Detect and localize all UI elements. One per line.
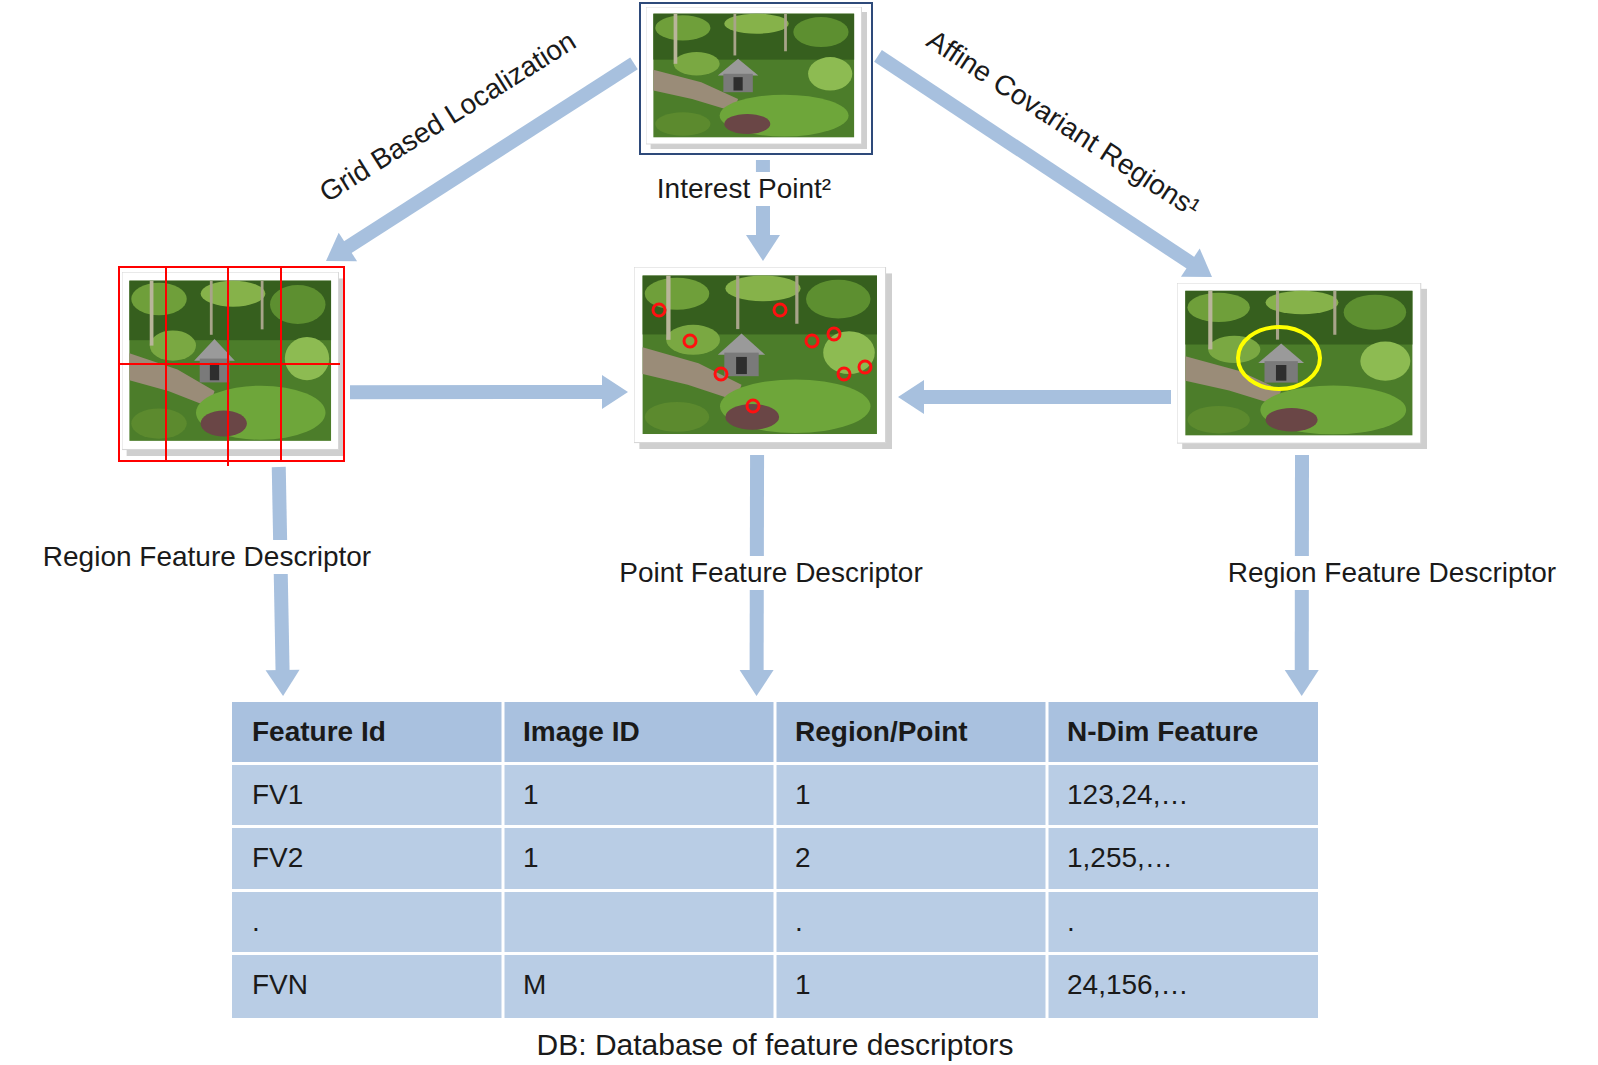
table-cell: 1 — [795, 955, 811, 1015]
arrow-shaft — [922, 390, 1171, 404]
flow-arrow — [350, 375, 628, 409]
photo — [634, 267, 892, 449]
table-cell: FVN — [252, 955, 308, 1015]
edge-label: Point Feature Descriptor — [615, 556, 926, 590]
table-cell: FV1 — [252, 765, 303, 825]
table-cell: 1 — [523, 828, 539, 888]
table-cell: 1,255,… — [1067, 828, 1173, 888]
arrow-head — [326, 233, 357, 262]
edge-label: Interest Point² — [653, 172, 835, 206]
flow-arrow — [266, 467, 300, 696]
flow-arrow — [898, 380, 1171, 414]
photo — [646, 7, 867, 149]
interest-point-image — [634, 267, 892, 449]
arrow-head — [1285, 670, 1319, 696]
affine-region-image — [1177, 283, 1427, 449]
table-grid — [232, 702, 1318, 1018]
interest-point — [828, 328, 840, 340]
arrow-head — [740, 670, 774, 696]
photo — [1177, 283, 1427, 449]
table-caption: DB: Database of feature descriptors — [232, 1028, 1318, 1062]
interest-point — [774, 304, 786, 316]
table-cell: 24,156,… — [1067, 955, 1188, 1015]
interest-point — [859, 361, 871, 373]
table-cell: . — [1067, 892, 1075, 952]
source-image — [640, 3, 872, 154]
interest-point — [747, 400, 759, 412]
interest-point — [715, 368, 727, 380]
table-cell: FV2 — [252, 828, 303, 888]
photo-border — [640, 3, 872, 154]
arrow-head — [1181, 248, 1212, 277]
table-cell: . — [252, 892, 260, 952]
table-header-cell: Image ID — [523, 702, 640, 762]
table-cell: 2 — [795, 828, 811, 888]
edge-label: Grid Based Localization — [310, 22, 586, 212]
table-cell: 123,24,… — [1067, 765, 1188, 825]
table-divider — [1046, 702, 1049, 1018]
interest-points — [653, 304, 871, 412]
flow-arrow — [878, 56, 1212, 277]
grid-image — [119, 267, 344, 461]
table-divider — [502, 702, 505, 1018]
table-cell: 1 — [523, 765, 539, 825]
interest-point — [653, 304, 665, 316]
interest-point — [838, 368, 850, 380]
table-cell: . — [795, 892, 803, 952]
table-header-cell: Region/Point — [795, 702, 968, 762]
grid-overlay — [119, 267, 344, 466]
grid-line — [119, 363, 340, 365]
edge-label: Region Feature Descriptor — [1224, 556, 1560, 590]
arrow-head — [746, 235, 780, 261]
grid-line — [227, 267, 229, 466]
edge-label: Affine Covariant Regions¹ — [917, 21, 1209, 227]
interest-point — [684, 335, 696, 347]
arrow-head — [898, 380, 924, 414]
arrow-head — [266, 670, 300, 696]
grid-frame — [119, 267, 344, 461]
table-header-cell: N-Dim Feature — [1067, 702, 1258, 762]
edge-label: Region Feature Descriptor — [39, 540, 375, 574]
affine-region — [1238, 327, 1320, 389]
arrow-head — [602, 375, 628, 409]
table-cell: 1 — [795, 765, 811, 825]
table-divider — [774, 702, 777, 1018]
table-cell: M — [523, 955, 546, 1015]
arrow-shaft — [350, 385, 604, 399]
interest-point — [806, 335, 818, 347]
table-header-cell: Feature Id — [252, 702, 386, 762]
